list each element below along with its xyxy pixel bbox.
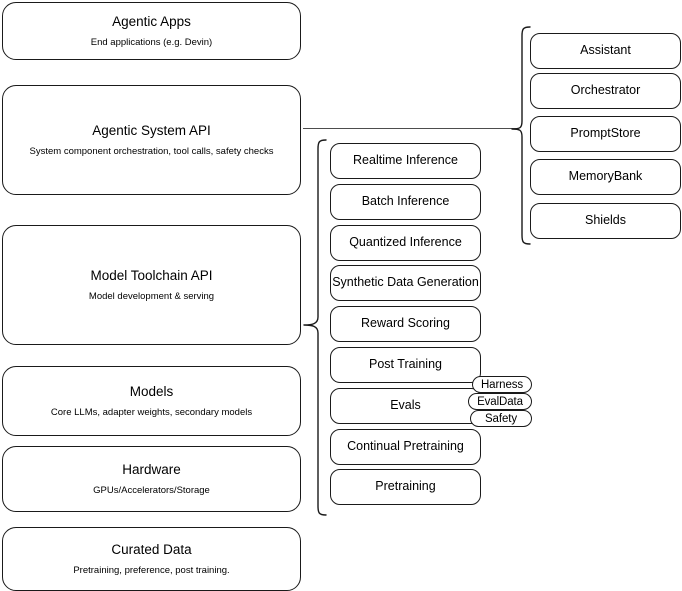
chip-continual-pretraining[interactable]: Continual Pretraining (330, 429, 481, 465)
layer-models[interactable]: Models Core LLMs, adapter weights, secon… (2, 366, 301, 436)
chip-batch-inference[interactable]: Batch Inference (330, 184, 481, 220)
chip-evals[interactable]: Evals (330, 388, 481, 424)
brace-toolchain-capabilities (303, 139, 327, 516)
layer-title: Models (129, 383, 174, 399)
chip-label: Synthetic Data Generation (332, 275, 479, 290)
layer-subtitle: Pretraining, preference, post training. (73, 564, 230, 576)
chip-promptstore[interactable]: PromptStore (530, 116, 681, 152)
badge-safety[interactable]: Safety (470, 410, 532, 427)
layer-subtitle: GPUs/Accelerators/Storage (93, 484, 210, 496)
chip-label: Pretraining (375, 479, 436, 494)
chip-label: Reward Scoring (361, 316, 450, 331)
chip-reward-scoring[interactable]: Reward Scoring (330, 306, 481, 342)
chip-label: Batch Inference (361, 194, 450, 209)
chip-label: Continual Pretraining (347, 439, 464, 454)
chip-label: Quantized Inference (349, 235, 462, 250)
chip-label: Post Training (369, 357, 442, 372)
badge-evaldata[interactable]: EvalData (468, 393, 532, 410)
layer-title: Agentic System API (92, 122, 211, 138)
connector-system-api-to-components (303, 128, 518, 129)
layer-agentic-system-api[interactable]: Agentic System API System component orch… (2, 85, 301, 195)
chip-label: MemoryBank (568, 169, 643, 184)
chip-label: Orchestrator (570, 83, 641, 98)
chip-label: PromptStore (570, 126, 641, 141)
layer-subtitle: System component orchestration, tool cal… (29, 145, 274, 157)
layer-subtitle: End applications (e.g. Devin) (90, 36, 213, 48)
layer-title: Hardware (122, 461, 181, 477)
layer-agentic-apps[interactable]: Agentic Apps End applications (e.g. Devi… (2, 2, 301, 60)
chip-pretraining[interactable]: Pretraining (330, 469, 481, 505)
chip-label: Realtime Inference (353, 153, 458, 168)
layer-subtitle: Model development & serving (88, 290, 215, 302)
chip-label: Evals (390, 398, 421, 413)
brace-system-components (511, 26, 531, 245)
chip-synthetic-data-generation[interactable]: Synthetic Data Generation (330, 265, 481, 301)
badge-label: Safety (484, 412, 517, 425)
layer-model-toolchain-api[interactable]: Model Toolchain API Model development & … (2, 225, 301, 345)
layer-hardware[interactable]: Hardware GPUs/Accelerators/Storage (2, 446, 301, 512)
chip-label: Assistant (580, 43, 631, 58)
chip-quantized-inference[interactable]: Quantized Inference (330, 225, 481, 261)
chip-label: Shields (585, 213, 626, 228)
layer-subtitle: Core LLMs, adapter weights, secondary mo… (50, 406, 253, 418)
chip-memorybank[interactable]: MemoryBank (530, 159, 681, 195)
layer-curated-data[interactable]: Curated Data Pretraining, preference, po… (2, 527, 301, 591)
chip-post-training[interactable]: Post Training (330, 347, 481, 383)
chip-shields[interactable]: Shields (530, 203, 681, 239)
chip-orchestrator[interactable]: Orchestrator (530, 73, 681, 109)
chip-realtime-inference[interactable]: Realtime Inference (330, 143, 481, 179)
badge-harness[interactable]: Harness (472, 376, 532, 393)
chip-assistant[interactable]: Assistant (530, 33, 681, 69)
badge-label: Harness (480, 378, 524, 391)
layer-title: Agentic Apps (112, 13, 191, 29)
badge-label: EvalData (477, 395, 523, 408)
layer-title: Model Toolchain API (90, 267, 213, 283)
layer-title: Curated Data (111, 541, 192, 557)
